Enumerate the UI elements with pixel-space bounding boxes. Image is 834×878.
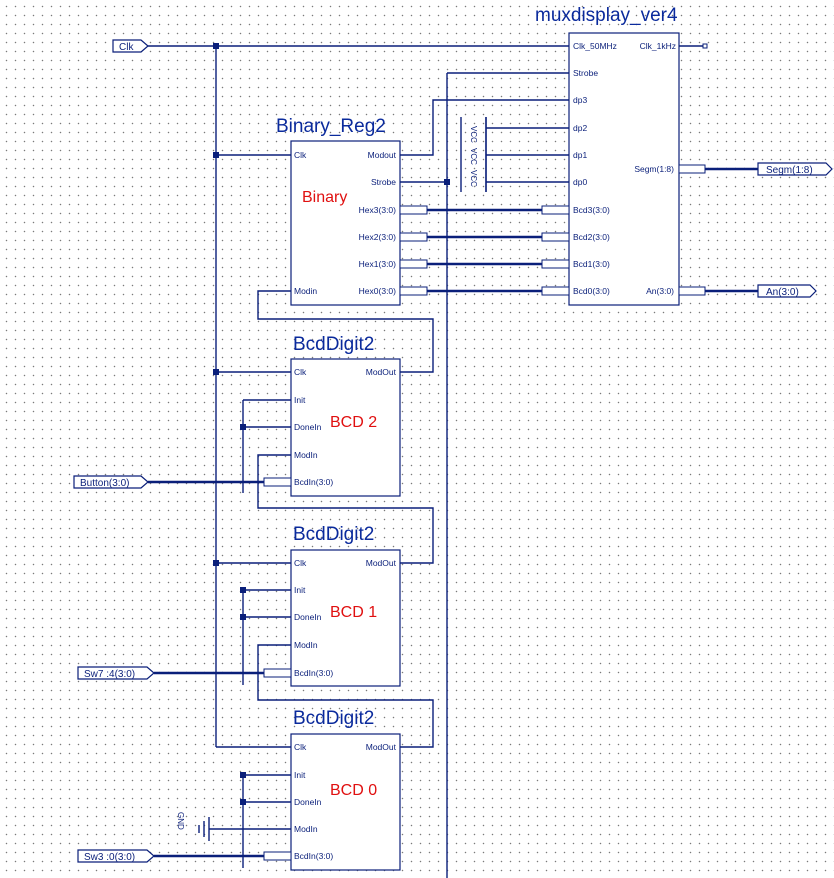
port-segm-label: Segm(1:8): [766, 165, 813, 176]
bcd0-pin-bcdin: BcdIn(3:0): [294, 851, 333, 861]
binary-reg-block[interactable]: Binary_Reg2 Binary Clk Modout Strobe Hex…: [276, 116, 428, 306]
mux-pin-strobe: Strobe: [573, 68, 598, 78]
bcd1-title: BcdDigit2: [293, 524, 374, 545]
bcd2-pin-init: Init: [294, 395, 306, 405]
bcd0-instance-name: BCD 0: [330, 782, 377, 799]
bcd0-title: BcdDigit2: [293, 708, 374, 729]
port-button-label: Button(3:0): [80, 478, 129, 489]
bcd-digit-2-block[interactable]: BcdDigit2 BCD 2 Clk ModOut Init DoneIn M…: [263, 334, 401, 497]
bcd-digit-1-block[interactable]: BcdDigit2 BCD 1 Clk ModOut Init DoneIn M…: [263, 524, 401, 687]
port-sw3-0-label: Sw3 :0(3:0): [84, 852, 135, 863]
bcd2-instance-name: BCD 2: [330, 414, 377, 431]
bcd2-pin-modout: ModOut: [366, 367, 397, 377]
binary-pin-hex2: Hex2(3:0): [359, 232, 396, 242]
gnd-label: GND: [176, 812, 185, 830]
mux-pin-an: An(3:0): [646, 286, 674, 296]
buses: [148, 167, 758, 858]
muxdisplay-block[interactable]: muxdisplay_ver4 Clk_50MHz Clk_1kHz Strob…: [535, 5, 706, 306]
port-sw3-0[interactable]: Sw3 :0(3:0): [77, 849, 155, 863]
mux-pin-dp2: dp2: [573, 123, 587, 133]
port-sw7-4[interactable]: Sw7 :4(3:0): [77, 666, 155, 680]
mux-pin-dp0: dp0: [573, 177, 587, 187]
binary-pin-hex1: Hex1(3:0): [359, 259, 396, 269]
port-segm[interactable]: Segm(1:8): [757, 162, 833, 176]
mux-pin-bcd2: Bcd2(3:0): [573, 232, 610, 242]
binary-pin-hex3: Hex3(3:0): [359, 205, 396, 215]
gnd-symbol: GND: [176, 812, 210, 841]
binary-title: Binary_Reg2: [276, 116, 386, 137]
binary-pin-strobe: Strobe: [371, 177, 396, 187]
mux-pin-clk1k: Clk_1kHz: [640, 41, 676, 51]
bcd0-pin-modout: ModOut: [366, 742, 397, 752]
binary-pin-clk: Clk: [294, 150, 307, 160]
bcd2-pin-bcdin: BcdIn(3:0): [294, 477, 333, 487]
binary-pin-modin: Modin: [294, 286, 317, 296]
bcd2-pin-modin: ModIn: [294, 450, 318, 460]
bcd1-pin-modin: ModIn: [294, 640, 318, 650]
bcd1-pin-donein: DoneIn: [294, 612, 322, 622]
bcd1-pin-bcdin: BcdIn(3:0): [294, 668, 333, 678]
binary-pin-hex0: Hex0(3:0): [359, 286, 396, 296]
mux-pin-segm: Segm(1:8): [634, 164, 674, 174]
mux-pin-bcd0: Bcd0(3:0): [573, 286, 610, 296]
vcc-symbols: VCC VCC VCC: [460, 117, 487, 192]
vcc-label-1: VCC: [469, 148, 478, 165]
bcd0-pin-clk: Clk: [294, 742, 307, 752]
bcd0-pin-modin: ModIn: [294, 824, 318, 834]
port-sw7-4-label: Sw7 :4(3:0): [84, 669, 135, 680]
bcd1-instance-name: BCD 1: [330, 604, 377, 621]
bcd0-pin-donein: DoneIn: [294, 797, 322, 807]
mux-pin-bcd1: Bcd1(3:0): [573, 259, 610, 269]
bcd2-pin-donein: DoneIn: [294, 422, 322, 432]
mux-pin-bcd3: Bcd3(3:0): [573, 205, 610, 215]
port-an-label: An(3:0): [766, 287, 799, 298]
binary-instance-name: Binary: [302, 189, 347, 206]
bcd0-pin-init: Init: [294, 770, 306, 780]
port-clk[interactable]: Clk: [112, 39, 149, 53]
mux-title: muxdisplay_ver4: [535, 5, 678, 26]
bcd1-pin-modout: ModOut: [366, 558, 397, 568]
bcd2-title: BcdDigit2: [293, 334, 374, 355]
mux-pin-dp1: dp1: [573, 150, 587, 160]
bcd2-pin-clk: Clk: [294, 367, 307, 377]
bcd1-pin-clk: Clk: [294, 558, 307, 568]
port-an[interactable]: An(3:0): [757, 284, 817, 298]
mux-pin-clk50: Clk_50MHz: [573, 41, 617, 51]
port-button[interactable]: Button(3:0): [73, 475, 149, 489]
vcc-label-3: VCC: [469, 126, 478, 143]
junctions: [213, 43, 708, 805]
bcd1-pin-init: Init: [294, 585, 306, 595]
binary-pin-modout: Modout: [368, 150, 397, 160]
mux-pin-dp3: dp3: [573, 95, 587, 105]
port-clk-label: Clk: [119, 42, 134, 53]
bcd-digit-0-block[interactable]: BcdDigit2 BCD 0 Clk ModOut Init DoneIn M…: [263, 708, 401, 871]
vcc-label-2: VCC: [469, 170, 478, 187]
